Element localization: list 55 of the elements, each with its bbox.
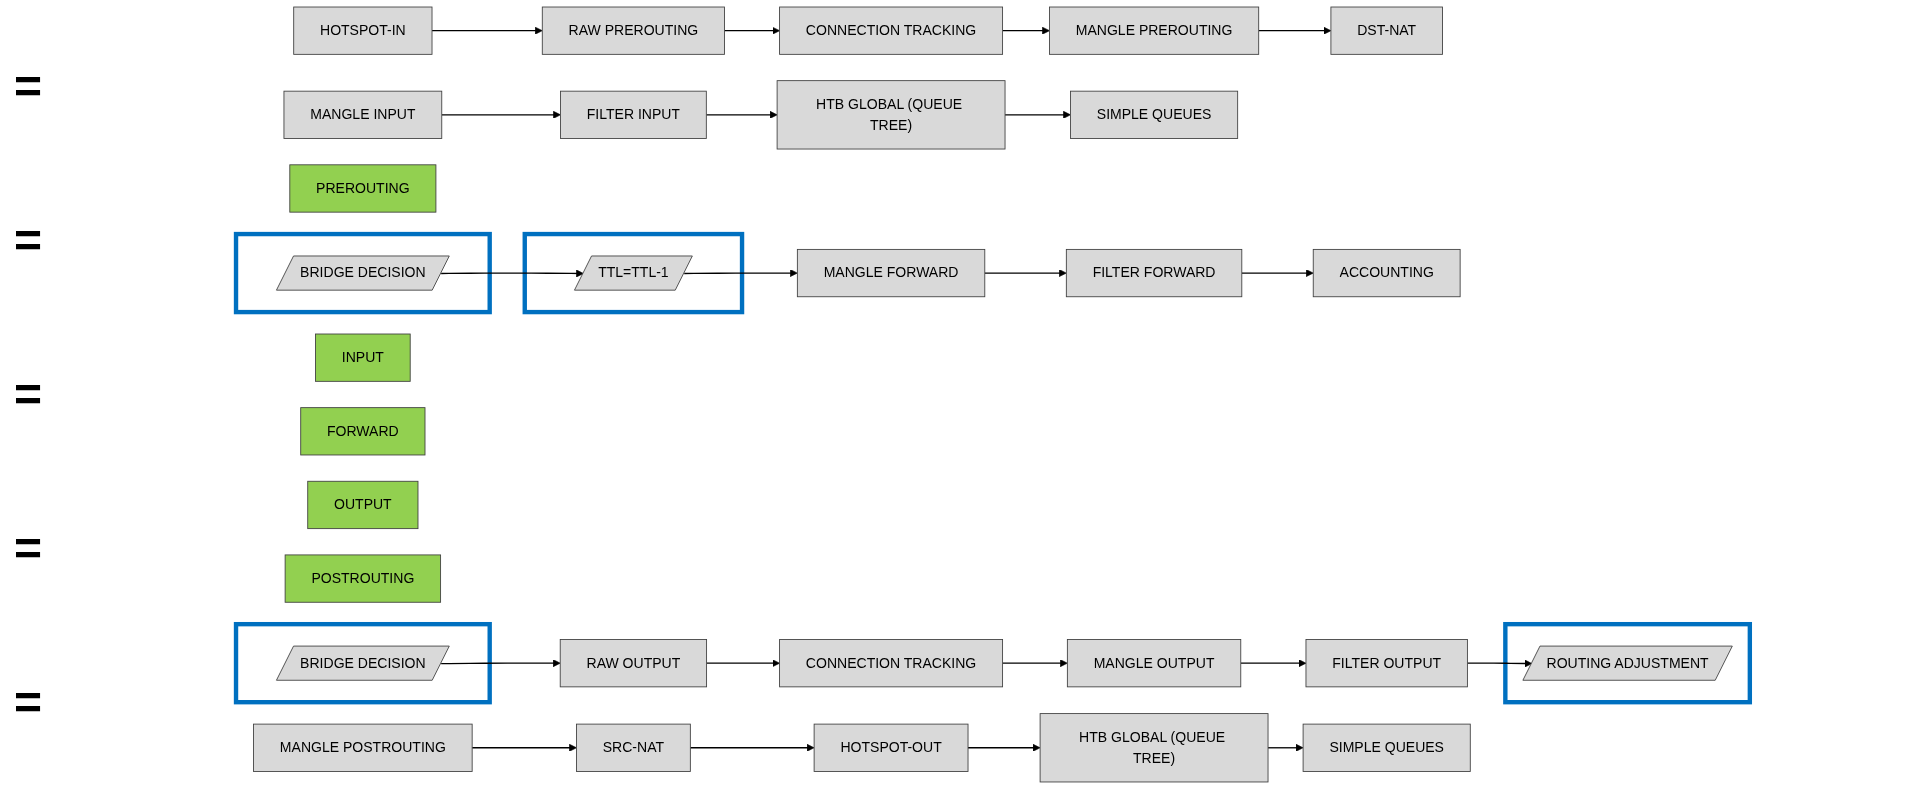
node-box: DST-NAT xyxy=(1330,6,1443,55)
node-box: FILTER INPUT xyxy=(559,90,707,139)
arrow xyxy=(1001,26,1050,35)
cluster xyxy=(233,621,492,705)
arrow xyxy=(440,111,561,119)
arrow xyxy=(983,269,1067,277)
arrow xyxy=(1257,26,1331,35)
node-box: INPUT xyxy=(314,333,411,382)
node-box: MANGLE INPUT xyxy=(283,90,442,139)
arrow xyxy=(1266,743,1304,752)
node-box: HTB GLOBAL (QUEUE TREE) xyxy=(776,80,1006,150)
arrow xyxy=(1001,659,1068,668)
node-box: SIMPLE QUEUES xyxy=(1302,723,1471,772)
node-box: FILTER OUTPUT xyxy=(1305,639,1468,688)
cluster xyxy=(233,231,492,315)
arrow xyxy=(440,659,561,668)
node-box: HTB GLOBAL (QUEUE TREE) xyxy=(1039,713,1269,783)
node-box: MANGLE POSTROUTING xyxy=(252,723,473,772)
equals-sign: = xyxy=(14,213,43,269)
node-box: SRC-NAT xyxy=(575,723,691,772)
node-box: MANGLE PREROUTING xyxy=(1048,6,1259,55)
cluster xyxy=(522,231,744,315)
cluster xyxy=(1502,621,1752,705)
node-box: ACCOUNTING xyxy=(1312,248,1461,298)
node-box: POSTROUTING xyxy=(284,554,441,603)
node-box: RAW PREROUTING xyxy=(541,6,725,55)
node-box: MANGLE OUTPUT xyxy=(1066,639,1241,688)
arrow xyxy=(1003,111,1071,119)
arrow xyxy=(705,111,778,119)
arrow xyxy=(705,659,780,668)
equals-sign: = xyxy=(14,59,43,115)
arrow xyxy=(440,269,584,278)
node-box: HOTSPOT-OUT xyxy=(813,723,969,772)
node-box: RAW OUTPUT xyxy=(559,639,707,688)
node-box: HOTSPOT-IN xyxy=(292,6,433,55)
node-box: OUTPUT xyxy=(306,480,418,530)
equals-sign: = xyxy=(14,520,43,576)
arrow xyxy=(1466,659,1532,668)
arrow xyxy=(430,26,543,35)
node-box: SIMPLE QUEUES xyxy=(1069,90,1238,139)
node-box: MANGLE FORWARD xyxy=(796,248,985,298)
node-box: FILTER FORWARD xyxy=(1065,248,1242,298)
node-box: FORWARD xyxy=(299,407,425,456)
arrow xyxy=(471,743,577,752)
equals-sign: = xyxy=(14,674,43,730)
equals-sign: = xyxy=(14,367,43,422)
arrow xyxy=(1240,269,1314,277)
node-box: CONNECTION TRACKING xyxy=(778,639,1003,688)
arrow xyxy=(966,743,1041,752)
node-box: PREROUTING xyxy=(288,164,436,213)
arrow xyxy=(689,743,815,752)
node-box: CONNECTION TRACKING xyxy=(778,6,1003,55)
arrow xyxy=(1239,659,1306,668)
arrow xyxy=(683,269,798,277)
arrow xyxy=(723,26,780,35)
